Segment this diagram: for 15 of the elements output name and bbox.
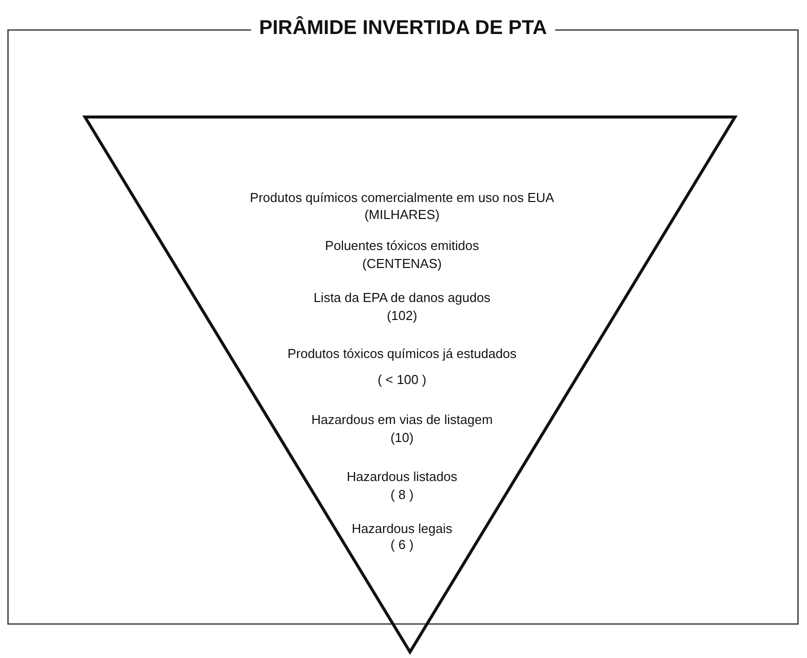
level-label: Hazardous em vias de listagem [311, 412, 493, 428]
level-label: Hazardous listados [346, 469, 458, 485]
inverted-pyramid [85, 117, 735, 652]
level-label: Produtos químicos comercialmente em uso nos EUA [250, 190, 554, 206]
level-label: Poluentes tóxicos emitidos [325, 238, 479, 254]
count-label: ( < 100 ) [378, 372, 426, 388]
count-label: (MILHARES) [364, 207, 440, 223]
level-label: Produtos tóxicos químicos já estudados [287, 346, 517, 362]
level-label: Hazardous legais [352, 521, 452, 537]
count-label: ( 8 ) [390, 487, 414, 503]
count-label: ( 6 ) [390, 537, 414, 553]
count-label: (10) [390, 430, 414, 446]
count-label: (CENTENAS) [362, 256, 442, 272]
count-label: (102) [386, 308, 418, 324]
level-label: Lista da EPA de danos agudos [314, 290, 490, 306]
